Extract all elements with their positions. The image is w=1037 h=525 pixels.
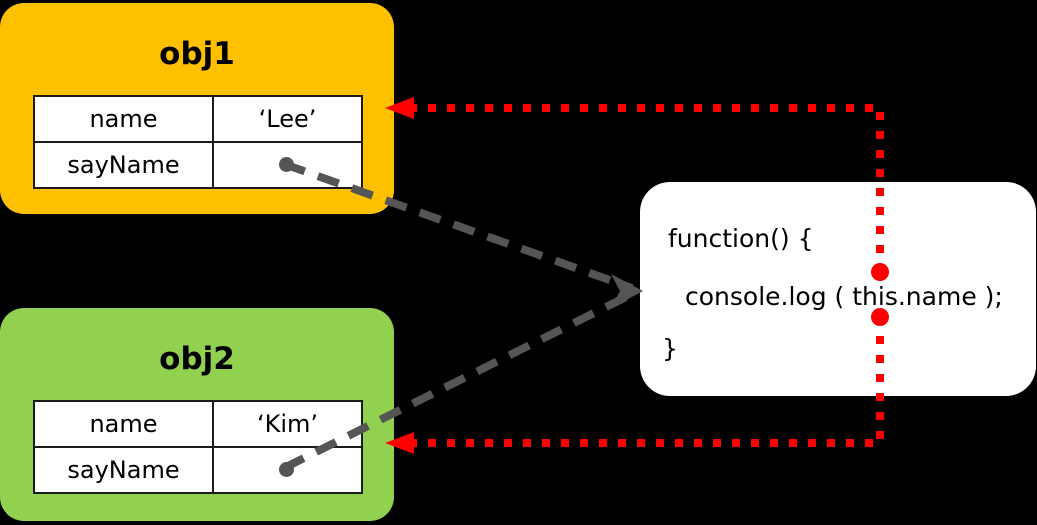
method-reference-arrowhead-icon: [611, 274, 643, 308]
property-value-sayname: [212, 141, 363, 189]
property-table-obj1: name ‘Lee’ sayName: [33, 95, 363, 189]
code-line-console-log: console.log ( this.name );: [685, 282, 1003, 311]
table-row: sayName: [33, 141, 363, 189]
reference-dot-icon: [279, 157, 294, 172]
reference-dot-icon: [279, 462, 294, 477]
table-row: sayName: [33, 446, 363, 494]
code-line-close-brace: }: [662, 334, 678, 363]
property-key-sayname: sayName: [33, 446, 214, 494]
property-key-name: name: [33, 95, 214, 143]
table-row: name ‘Kim’: [33, 400, 363, 448]
property-value-name: ‘Kim’: [212, 400, 363, 448]
property-table-obj2: name ‘Kim’ sayName: [33, 400, 363, 494]
table-row: name ‘Lee’: [33, 95, 363, 143]
object-title-obj2: obj2: [159, 341, 235, 377]
property-value-name: ‘Lee’: [212, 95, 363, 143]
code-line-signature: function() {: [668, 224, 814, 253]
property-key-sayname: sayName: [33, 141, 214, 189]
function-body-card: function() { console.log ( this.name ); …: [640, 182, 1036, 396]
property-value-sayname: [212, 446, 363, 494]
property-key-name: name: [33, 400, 214, 448]
object-title-obj1: obj1: [159, 36, 235, 72]
